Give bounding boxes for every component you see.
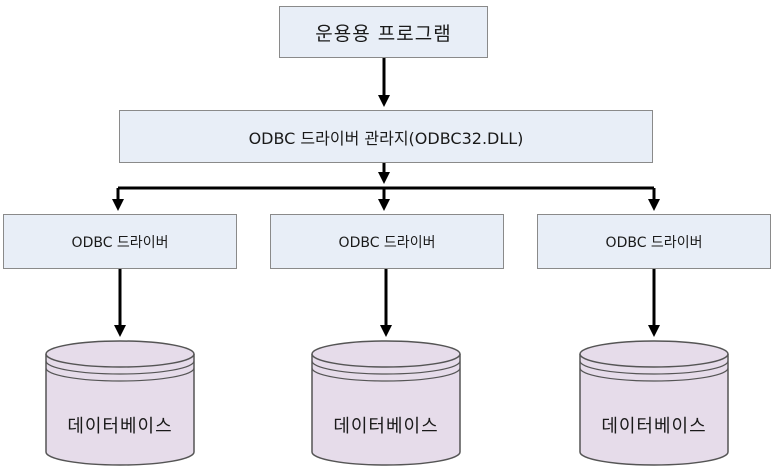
database-label-1: 데이터베이스 bbox=[67, 416, 173, 437]
database-icon bbox=[45, 340, 195, 466]
driver-box-1: ODBC 드라이버 bbox=[3, 214, 237, 269]
database-label-2: 데이터베이스 bbox=[333, 416, 439, 437]
driver-label-3: ODBC 드라이버 bbox=[605, 234, 703, 251]
driver-label-1: ODBC 드라이버 bbox=[71, 234, 169, 251]
database-cylinder-3: 데이터베이스 bbox=[579, 340, 729, 467]
application-label: 운용용 프로그램 bbox=[315, 22, 452, 45]
driver-box-2: ODBC 드라이버 bbox=[270, 214, 504, 269]
database-cylinder-2: 데이터베이스 bbox=[311, 340, 461, 467]
database-icon bbox=[311, 340, 461, 466]
database-icon bbox=[579, 340, 729, 466]
driver-box-3: ODBC 드라이버 bbox=[537, 214, 771, 269]
database-label-3: 데이터베이스 bbox=[601, 416, 707, 437]
database-cylinder-1: 데이터베이스 bbox=[45, 340, 195, 467]
driver-label-2: ODBC 드라이버 bbox=[338, 234, 436, 251]
driver-manager-box: ODBC 드라이버 관라지(ODBC32.DLL) bbox=[119, 110, 653, 163]
application-box: 운용용 프로그램 bbox=[279, 6, 488, 58]
driver-manager-label: ODBC 드라이버 관라지(ODBC32.DLL) bbox=[248, 128, 524, 148]
